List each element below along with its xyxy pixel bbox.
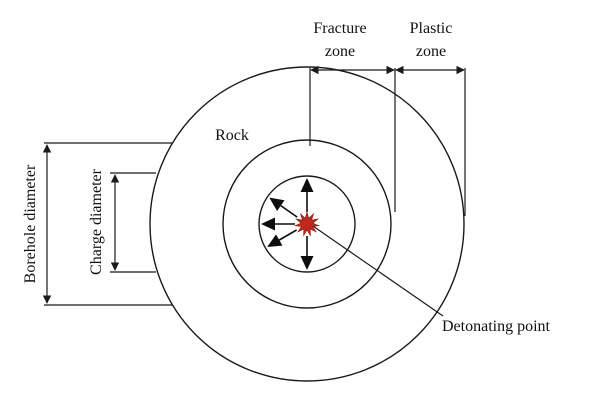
- blast-arrow-upper-left-shaft: [280, 204, 298, 218]
- blast-arrow-left-icon: [261, 217, 275, 231]
- rock-label: Rock: [215, 127, 249, 144]
- blast-arrow-upper-left-icon: [269, 197, 285, 211]
- blast-arrow-down-icon: [300, 256, 314, 270]
- plastic-zone-label-line1: Plastic: [410, 20, 453, 37]
- fracture-zone-circle: [222, 139, 392, 309]
- blast-arrows: [261, 178, 314, 270]
- blast-arrow-lower-left-icon: [267, 234, 283, 247]
- detonating-point-label: Detonating point: [442, 318, 551, 335]
- blast-arrow-lower-left-shaft: [278, 229, 298, 241]
- blast-arrow-up-icon: [300, 178, 314, 192]
- plastic-zone-label-line2: zone: [416, 43, 446, 60]
- borehole-circle: [258, 175, 356, 273]
- charge-diameter-label: Charge diameter: [88, 168, 105, 275]
- detonation-burst-icon: [293, 210, 321, 237]
- fracture-zone-label-line2: zone: [325, 43, 355, 60]
- plastic-zone-circle: [149, 66, 465, 382]
- detonating-point-leader-line: [309, 223, 444, 317]
- fracture-zone-label-line1: Fracture: [313, 20, 366, 37]
- borehole-diameter-label: Borehole diameter: [22, 164, 39, 283]
